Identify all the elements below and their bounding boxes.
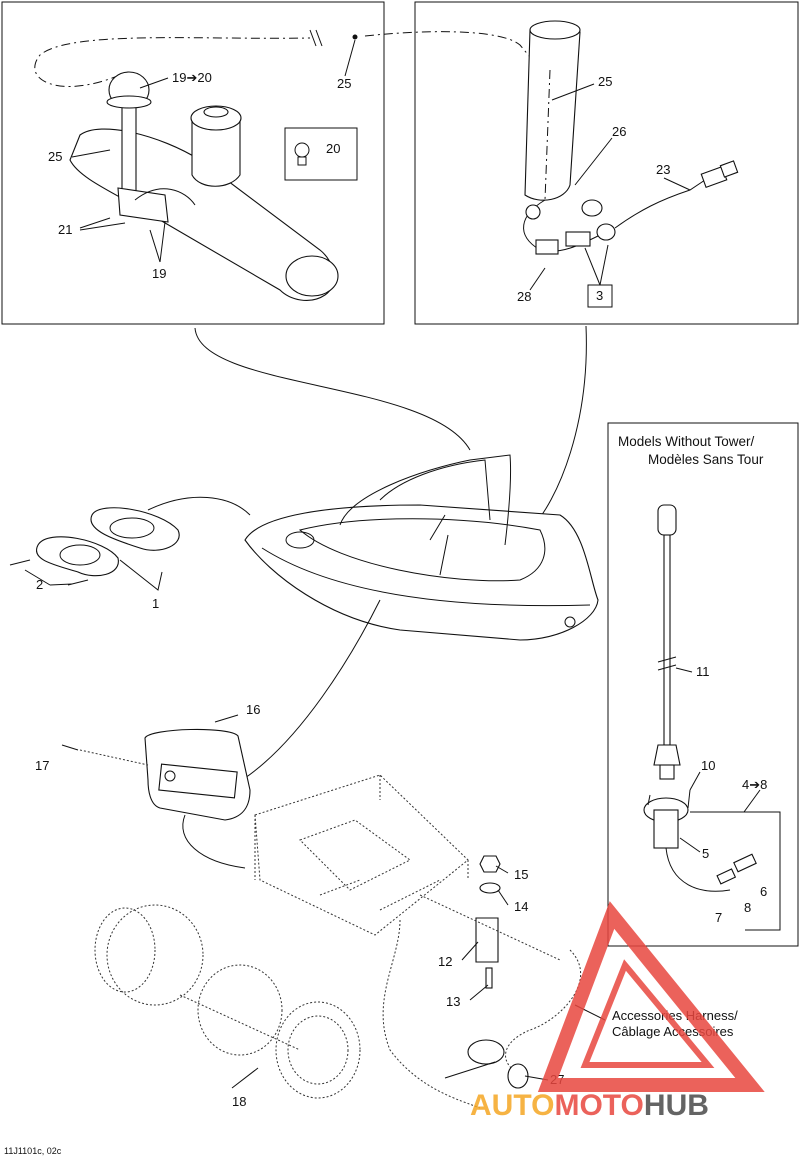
light-collar — [106, 95, 152, 109]
callout-19-20: 19➔20 — [172, 70, 212, 85]
speaker-cap — [203, 106, 229, 118]
stereo-cover: 16 17 — [35, 702, 260, 869]
callout-13: 13 — [446, 994, 460, 1009]
washer-14 — [479, 882, 501, 894]
socket-wire — [665, 847, 731, 892]
callout-18: 18 — [232, 1094, 246, 1109]
wire-23 — [614, 179, 706, 229]
callout-7: 7 — [715, 910, 722, 925]
reference-code: 11J1101c, 02c — [4, 1146, 62, 1156]
pole-light-head — [657, 504, 677, 536]
callout-25-left: 25 — [48, 149, 62, 164]
callout-17: 17 — [35, 758, 49, 773]
callout-5: 5 — [702, 846, 709, 861]
inset-tower-light: 19➔20 25 21 19 20 25 — [1, 1, 385, 325]
callout-16: 16 — [246, 702, 260, 717]
models-box-frame — [607, 422, 799, 947]
socket-body — [653, 809, 679, 849]
callout-20: 20 — [326, 141, 340, 156]
connector-8 — [716, 868, 737, 885]
clamp-27b — [507, 1063, 529, 1089]
connector-b — [565, 231, 591, 247]
pole-base — [653, 744, 681, 766]
head-unit — [254, 774, 481, 1109]
bulb-box — [284, 127, 358, 181]
light-bracket — [117, 187, 169, 223]
head-unit-wire — [382, 919, 481, 1109]
callout-3-box — [587, 284, 613, 308]
clamp-27a — [467, 1039, 505, 1065]
speaker-back — [106, 904, 204, 1006]
callout-1: 1 — [152, 596, 159, 611]
callout-25-right: 25 — [598, 74, 612, 89]
callout-19: 19 — [152, 266, 166, 281]
plate-front — [35, 536, 119, 577]
tower-speaker — [191, 119, 241, 187]
pole-break — [657, 656, 677, 671]
models-without-tower-box: Models Without Tower/ Modèles Sans Tour … — [607, 422, 799, 947]
junction-dot — [352, 34, 358, 40]
bracket-12 — [475, 917, 499, 963]
watermark-triangle — [537, 901, 765, 1092]
tube-end — [285, 255, 339, 297]
pole-shaft — [663, 534, 671, 746]
callout-15: 15 — [514, 867, 528, 882]
link-cover-head — [182, 814, 246, 869]
callout-6: 6 — [760, 884, 767, 899]
callout-21: 21 — [58, 222, 72, 237]
accessories-harness — [505, 949, 582, 1076]
plate-rear — [90, 507, 180, 551]
callout-11: 11 — [696, 664, 710, 679]
boat-hull — [244, 504, 599, 641]
callout-2: 2 — [36, 577, 43, 592]
callout-23: 23 — [656, 162, 670, 177]
stereo-faceplate — [158, 763, 238, 799]
bolt-13 — [485, 967, 493, 989]
connector-6 — [733, 853, 757, 873]
inset-tower-wiring: 3 25 26 23 28 — [364, 1, 799, 325]
light-pole — [121, 104, 137, 196]
speaker-grille — [275, 1001, 361, 1099]
link-right-inset — [527, 325, 587, 533]
wire-loop — [134, 188, 196, 206]
callout-28: 28 — [517, 289, 531, 304]
callout-3: 3 — [596, 288, 603, 303]
break-mark — [309, 29, 323, 47]
connector-a — [535, 239, 559, 255]
callout-14: 14 — [514, 899, 528, 914]
callout-4-8: 4➔8 — [742, 777, 767, 792]
harness-dash-left — [34, 37, 311, 87]
link-left-inset — [194, 327, 471, 451]
callout-10: 10 — [701, 758, 715, 773]
watermark-text-auto: AUTOMOTOHUB — [470, 1089, 709, 1122]
callout-8: 8 — [744, 900, 751, 915]
callout-26: 26 — [612, 124, 626, 139]
tower-leg-top — [529, 20, 581, 40]
bracket-parts: 15 14 12 13 — [419, 855, 561, 1009]
speaker-assembly: 18 — [94, 904, 361, 1109]
speaker-plate-group: 2 1 — [9, 496, 251, 611]
tower-leg — [524, 23, 581, 201]
boat-illustration — [244, 454, 599, 641]
callout-25-top: 25 — [337, 76, 351, 91]
harness-dash-right — [364, 31, 546, 76]
link-boat-stereo — [244, 599, 381, 779]
link-plate-boat — [147, 496, 251, 516]
inset-frame-right — [414, 1, 799, 325]
inset-frame-left — [1, 1, 385, 325]
harness-label-1: Accessories Harness/ — [612, 1008, 738, 1023]
boat-tower — [339, 454, 512, 546]
speaker-mid — [197, 964, 283, 1056]
callout-12: 12 — [438, 954, 452, 969]
nut-15 — [479, 855, 501, 873]
bulb-icon — [294, 142, 310, 158]
models-box-title-2: Modèles Sans Tour — [648, 452, 764, 467]
bulb-base — [297, 156, 307, 166]
watermark-logo: AUTOMOTOHUB — [470, 901, 765, 1122]
models-box-title-1: Models Without Tower/ — [618, 434, 755, 449]
